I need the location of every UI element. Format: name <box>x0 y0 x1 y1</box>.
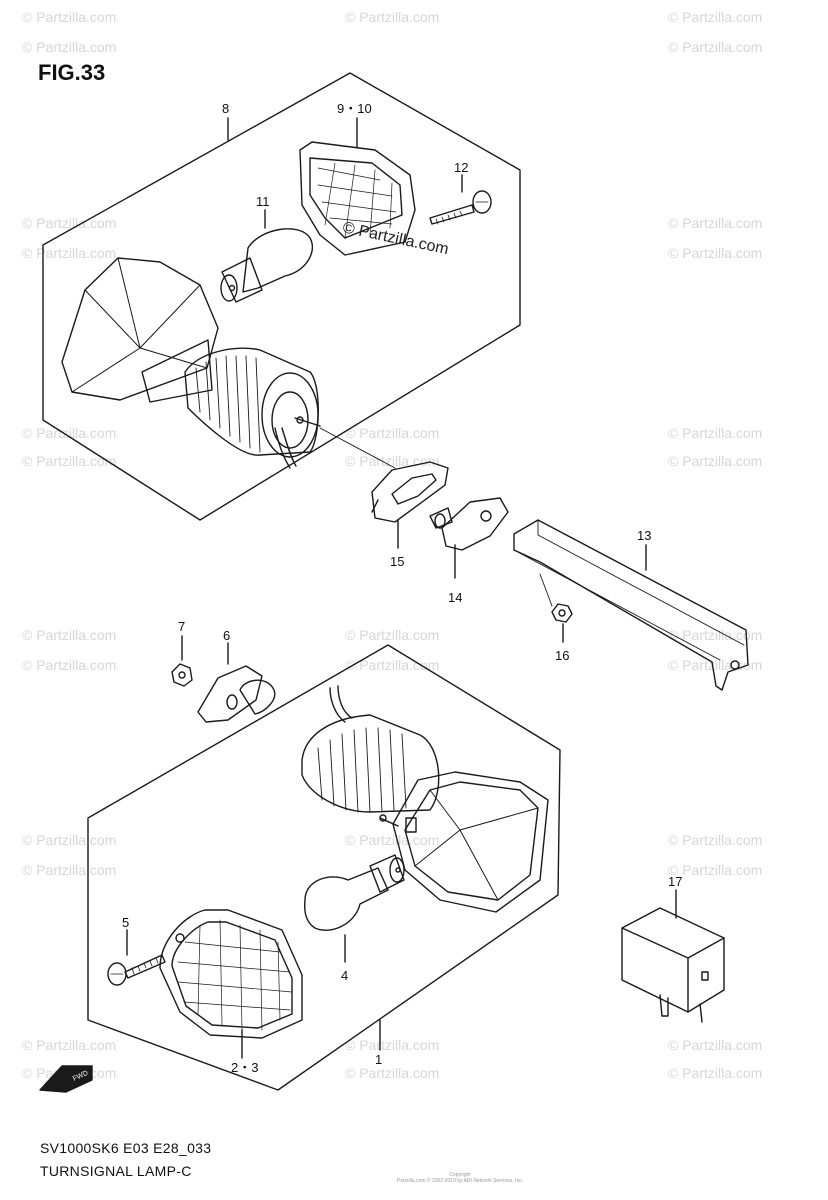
screw-icon <box>429 190 492 225</box>
watermark: © Partzilla.com <box>668 832 762 848</box>
watermark: © Partzilla.com <box>22 627 116 643</box>
callout-1: 1 <box>375 1052 382 1067</box>
watermark: © Partzilla.com <box>22 657 116 673</box>
watermark: © Partzilla.com <box>22 425 116 441</box>
bracket-icon <box>513 519 749 691</box>
watermark: © Partzilla.com <box>668 1065 762 1081</box>
screw-icon <box>107 954 166 986</box>
watermark: © Partzilla.com <box>345 657 439 673</box>
lower-assembly-box <box>87 644 561 1091</box>
watermark: © Partzilla.com <box>668 425 762 441</box>
callout-17: 17 <box>668 874 682 889</box>
callout-labels: 8 9・10 11 12 13 14 15 16 7 6 17 5 4 1 2・… <box>122 101 682 1075</box>
watermark: © Partzilla.com <box>668 1037 762 1053</box>
callout-4: 4 <box>341 968 348 983</box>
callout-7: 7 <box>178 619 185 634</box>
gasket-icon <box>197 665 276 723</box>
upper-lens-icon <box>299 141 416 256</box>
watermark: © Partzilla.com <box>22 1037 116 1053</box>
mounting-plate-icon <box>429 497 509 551</box>
upper-assembly-box <box>42 72 521 521</box>
callout-12: 12 <box>454 160 468 175</box>
watermark: © Partzilla.com <box>668 215 762 231</box>
watermark: © Partzilla.com <box>668 627 762 643</box>
figure-name: TURNSIGNAL LAMP-C <box>40 1163 192 1179</box>
callout-15: 15 <box>390 554 404 569</box>
callout-9-10: 9・10 <box>337 101 372 116</box>
watermark: © Partzilla.com <box>345 1037 439 1053</box>
watermark: © Partzilla.com <box>668 657 762 673</box>
watermark: © Partzilla.com <box>22 453 116 469</box>
copyright-line: Partzilla.com © 2002-2019 by ARI Network… <box>396 1178 524 1184</box>
lower-lens-icon <box>159 909 303 1039</box>
nut-icon <box>171 663 193 687</box>
forward-arrow-icon <box>39 1065 93 1093</box>
watermark: © Partzilla.com <box>668 862 762 878</box>
grommet-icon <box>371 461 449 523</box>
callout-11: 11 <box>256 194 270 209</box>
bulb-icon <box>304 854 405 931</box>
figure-title: FIG.33 <box>38 60 106 85</box>
nut-icon <box>551 603 573 623</box>
watermark: © Partzilla.com <box>22 39 116 55</box>
watermark-group: © Partzilla.com © Partzilla.com © Partzi… <box>22 9 762 1081</box>
watermark: © Partzilla.com <box>345 627 439 643</box>
figure-code: SV1000SK6 E03 E28_033 <box>40 1140 212 1156</box>
callout-5: 5 <box>122 915 129 930</box>
watermark: © Partzilla.com <box>345 9 439 25</box>
copyright-line: Copyright <box>449 1172 471 1178</box>
watermark: © Partzilla.com <box>22 215 116 231</box>
watermark: © Partzilla.com <box>345 1065 439 1081</box>
callout-2-3: 2・3 <box>231 1060 258 1075</box>
watermark: © Partzilla.com <box>22 832 116 848</box>
copyright-notice: Copyright Partzilla.com © 2002-2019 by A… <box>360 1172 560 1184</box>
callout-13: 13 <box>637 528 651 543</box>
watermark: © Partzilla.com <box>668 245 762 261</box>
watermark: © Partzilla.com <box>345 425 439 441</box>
lower-housing-icon <box>301 685 549 913</box>
watermark: © Partzilla.com <box>668 9 762 25</box>
callout-6: 6 <box>223 628 230 643</box>
callout-8: 8 <box>222 101 229 116</box>
watermark: © Partzilla.com <box>345 832 439 848</box>
watermark: © Partzilla.com <box>22 245 116 261</box>
watermark: © Partzilla.com <box>668 453 762 469</box>
watermark: © Partzilla.com <box>22 9 116 25</box>
bulb-icon <box>220 228 313 303</box>
relay-icon <box>621 907 725 1023</box>
callout-14: 14 <box>448 590 462 605</box>
watermark: © Partzilla.com <box>22 862 116 878</box>
watermark: © Partzilla.com <box>668 39 762 55</box>
callout-16: 16 <box>555 648 569 663</box>
upper-housing-icon <box>61 257 321 469</box>
